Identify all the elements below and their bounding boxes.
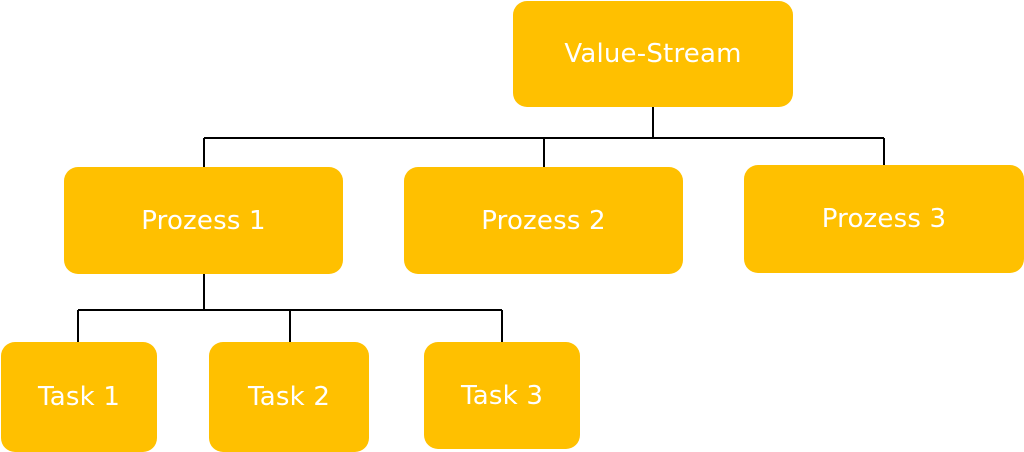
node-label: Prozess 3 (821, 204, 947, 234)
node-label: Task 3 (460, 380, 544, 411)
node-task-1: Task 1 (1, 342, 157, 452)
node-prozess-2: Prozess 2 (404, 167, 683, 274)
node-prozess-3: Prozess 3 (744, 165, 1024, 273)
node-label: Prozess 2 (481, 205, 606, 236)
node-value-stream: Value-Stream (513, 1, 793, 107)
node-task-2: Task 2 (209, 342, 369, 452)
node-label: Task 2 (247, 382, 331, 412)
node-label: Task 1 (37, 382, 121, 412)
node-label: Prozess 1 (141, 205, 266, 236)
node-task-3: Task 3 (424, 342, 580, 449)
node-label: Value-Stream (564, 39, 742, 69)
node-prozess-1: Prozess 1 (64, 167, 343, 274)
